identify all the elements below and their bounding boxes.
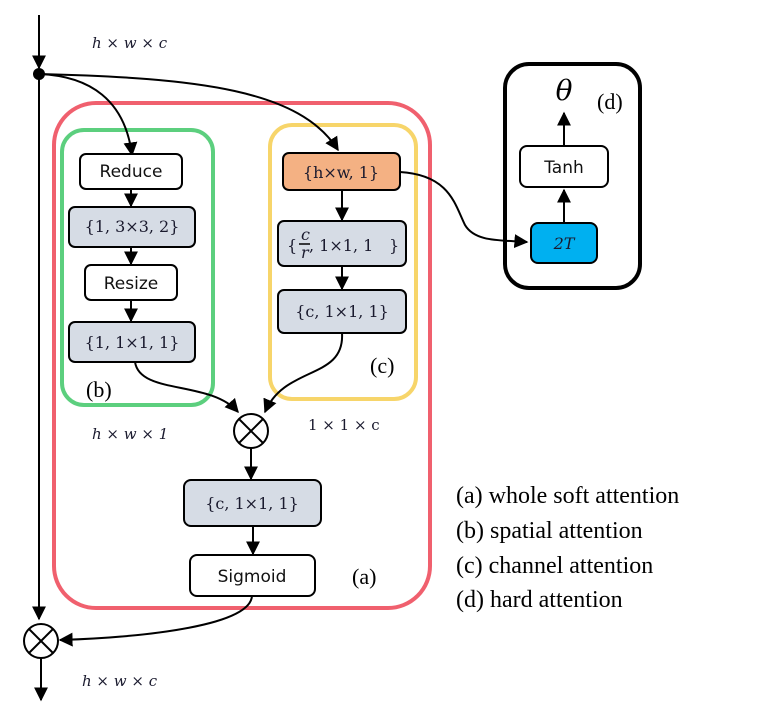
channel-conv1-denominator: r: [301, 243, 310, 262]
multiply-icon: [233, 413, 269, 449]
branch-to-spatial: [38, 73, 138, 157]
spatial-conv2-label: {1, 1×1, 1}: [85, 333, 180, 352]
soft-conv-label: {c, 1×1, 1}: [205, 494, 299, 513]
sigmoid-label: Sigmoid: [218, 567, 287, 587]
branch-to-channel: [38, 73, 339, 152]
channel-conv2-label: {c, 1×1, 1}: [295, 302, 389, 321]
resize-label: Resize: [104, 274, 158, 294]
spatial-dim: h × w × 1: [92, 425, 168, 443]
sigmoid-box: [189, 554, 316, 597]
temperature-label: 2T: [553, 234, 576, 253]
spatial-attention-container: [60, 128, 215, 407]
soft-label: (a): [352, 564, 376, 589]
channel-conv1-rest: , 1×1, 1: [309, 236, 373, 255]
legend-item: (a) whole soft attention: [456, 483, 679, 509]
theta-output: θ: [556, 74, 573, 107]
brace-close: }: [389, 236, 399, 255]
reduce-label: Reduce: [100, 162, 163, 182]
legend-item: (c) channel attention: [456, 553, 653, 579]
spatial-to-mul: [134, 361, 239, 414]
legend-item: (b) spatial attention: [456, 518, 643, 544]
channel-conv1-numerator: c: [301, 225, 310, 244]
channel-label: (c): [370, 353, 394, 378]
spatial-conv1-label: {1, 3×3, 2}: [85, 217, 180, 236]
brace-open: {: [287, 236, 297, 255]
spatial-label: (b): [86, 377, 112, 402]
hard-label: (d): [597, 89, 623, 114]
pool-to-temp: [399, 171, 529, 249]
hard-attention-container: [503, 62, 642, 290]
sigmoid-to-output: [58, 595, 253, 647]
channel-dim: 1 × 1 × c: [308, 416, 380, 434]
channel-to-mul: [263, 332, 344, 414]
output-dim: h × w × c: [82, 672, 158, 690]
tanh-label: Tanh: [543, 158, 584, 178]
input-dim: h × w × c: [92, 34, 168, 52]
pool-label: {h×w, 1}: [303, 163, 379, 182]
channel-attention-container: [268, 123, 418, 401]
soft-attention-container: [52, 101, 432, 610]
legend: (a) whole soft attention (b) spatial att…: [456, 483, 679, 613]
legend-item: (d) hard attention: [456, 587, 623, 613]
output-multiply-icon: [23, 623, 59, 659]
spatial-conv2-box: [68, 321, 196, 363]
